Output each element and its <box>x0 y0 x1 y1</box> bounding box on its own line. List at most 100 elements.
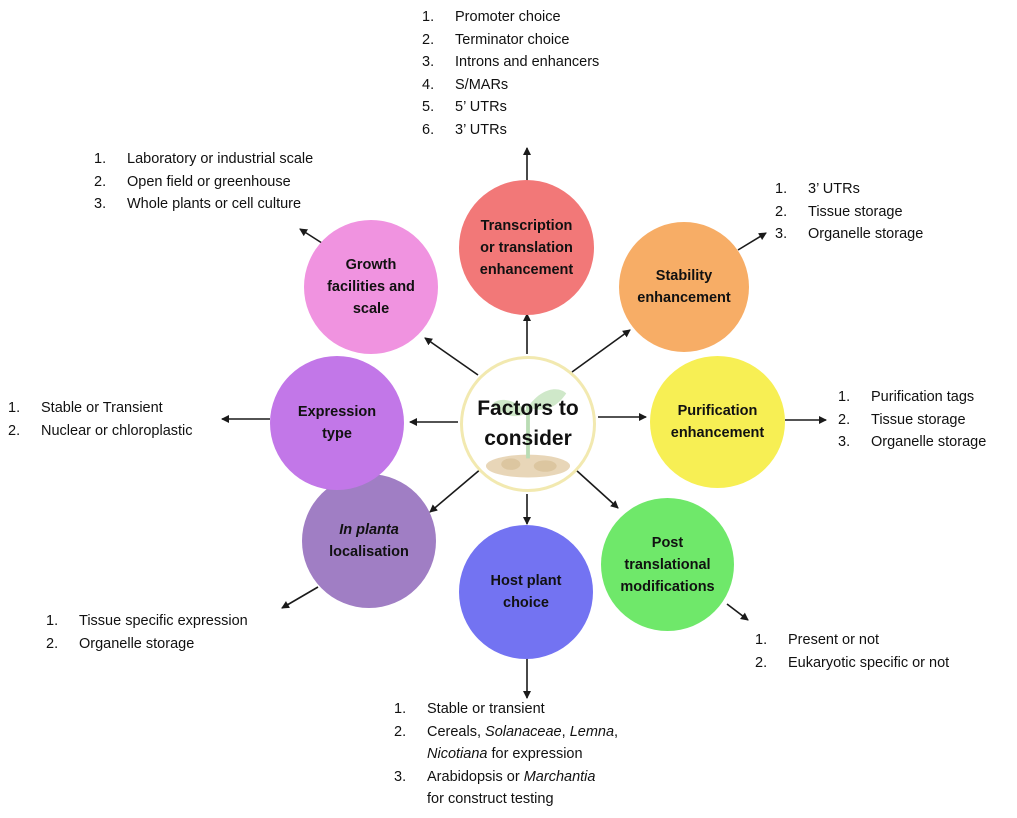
circle-text: Stability <box>655 268 713 284</box>
list-item: 2. Terminator choice <box>422 29 599 52</box>
list-text: Stable or transient <box>427 701 545 717</box>
list-number: 2. <box>422 31 435 48</box>
list-stability: 1.3’ UTRs 2. Tissue storage 3. Organelle s… <box>775 178 923 246</box>
list-item: 3.Organelle storage <box>838 431 986 454</box>
sprout-icon <box>485 389 571 478</box>
list-item: 2. Organelle storage <box>46 633 248 656</box>
circle-expression-type: Expression type <box>270 356 404 490</box>
list-item: 2.Nuclear or chloroplastic <box>8 420 193 443</box>
list-text: Organelle storage <box>79 635 195 652</box>
list-number: 6. <box>422 121 435 138</box>
list-text: 3’ UTRs <box>455 121 507 138</box>
circle-text: Post <box>651 534 684 551</box>
circle-text: Purification <box>677 403 758 419</box>
list-text: S/MARs <box>455 76 509 93</box>
list-item: 1.3’ UTRs <box>775 178 923 201</box>
list-item: 2.Cereals, Solanaceae, Lemna,Nicotiana f… <box>394 721 684 766</box>
list-number: 1. <box>8 400 21 416</box>
list-expression-type: 1. Stable or Transient 2.Nuclear or chlor… <box>8 397 193 442</box>
circle-text: choice <box>503 595 549 611</box>
list-number: 3. <box>838 434 851 450</box>
list-text: Terminator choice <box>455 31 570 48</box>
list-text: 3’ UTRs <box>808 181 860 197</box>
list-item: 3. Organelle storage <box>775 223 923 246</box>
list-number: 2. <box>775 203 788 220</box>
list-in-planta: 1.Tissue specific expression 2. Organelle… <box>46 610 248 655</box>
list-item: 1. Stable or Transient <box>8 397 193 420</box>
arrow-center-to-in-planta <box>429 467 483 513</box>
arrow-center-to-post-translational <box>575 469 619 509</box>
list-text: Stable or Transient <box>41 400 163 416</box>
circle-text: Transcription <box>480 217 573 234</box>
circle-growth-facilities: Growth facilities and scale <box>304 220 438 354</box>
list-number: 2. <box>755 654 768 671</box>
circle-text: Host plant <box>490 573 562 589</box>
list-text-italic: Solanaceae <box>485 723 562 740</box>
list-number: 4. <box>422 76 435 93</box>
circle-text: modifications <box>620 578 715 595</box>
list-text-italic: Nicotiana <box>427 746 488 762</box>
circle-text: enhancement <box>670 425 765 441</box>
list-number: 3. <box>394 768 407 785</box>
circle-text-italic: In planta <box>339 522 399 538</box>
list-text: Cereals, <box>427 723 486 740</box>
list-number: 3. <box>422 54 435 70</box>
list-item: 4. S/MARs <box>422 74 599 97</box>
circle-transcription-enhancement: Transcription or translation enhancement <box>459 180 594 315</box>
list-item: 1.Present or not <box>755 629 949 652</box>
circle-in-planta-localisation: In planta localisation <box>302 474 436 608</box>
list-item: 1. Stable or transient <box>394 698 684 721</box>
list-item: 3.Arabidopsis or Marchantia for construc… <box>394 766 684 811</box>
arrow-center-to-growth <box>424 337 479 376</box>
circle-text: enhancement <box>637 290 731 306</box>
list-number: 1. <box>422 9 435 25</box>
list-number: 2. <box>838 411 851 428</box>
circle-host-plant-choice: Host plant choice <box>459 525 593 659</box>
list-number: 1. <box>838 389 851 405</box>
list-text-italic: Lemna <box>569 723 615 740</box>
list-number: 3. <box>775 226 788 242</box>
list-item: 2. Tissue storage <box>775 201 923 224</box>
list-text: Tissue specific expression <box>79 613 248 629</box>
arrow-stability-to-list <box>737 232 767 251</box>
list-item: 1. Purification tags <box>838 386 986 409</box>
list-text: Open field or greenhouse <box>127 173 291 190</box>
center-title: Factors to consider <box>477 394 579 454</box>
list-host-plant: 1. Stable or transient 2.Cereals, Solanac… <box>394 698 684 811</box>
list-number: 2. <box>8 422 21 439</box>
list-text: Tissue storage <box>808 203 903 220</box>
list-text: Arabidopsis or <box>427 768 524 785</box>
list-text: for expression <box>487 746 583 762</box>
list-transcription: 1.Promoter choice 2. Terminator choice 3.… <box>422 6 599 141</box>
list-item: 1.Laboratory or industrial scale <box>94 148 313 171</box>
list-text-italic: Marchantia <box>523 768 596 785</box>
circle-text: translational <box>624 556 711 573</box>
circle-text: scale <box>352 301 390 317</box>
list-item: 2.Tissue storage <box>838 409 986 432</box>
list-item: 3.Whole plants or cell culture <box>94 193 313 216</box>
list-post-translational: 1.Present or not 2.Eukaryotic specific o… <box>755 629 949 674</box>
list-purification: 1. Purification tags 2.Tissue storage 3.O… <box>838 386 986 454</box>
list-item: 2.Open field or greenhouse <box>94 171 313 194</box>
circle-purification-enhancement: Purification enhancement <box>650 356 785 488</box>
circle-text: Expression <box>297 404 377 420</box>
list-text: 5’ UTRs <box>455 99 507 115</box>
arrow-post-translational-to-list <box>726 603 749 621</box>
list-text: Organelle storage <box>808 226 924 242</box>
list-text: Present or not <box>788 632 880 648</box>
list-number: 2. <box>46 635 59 652</box>
list-number: 5. <box>422 99 435 115</box>
list-item: 1.Tissue specific expression <box>46 610 248 633</box>
circle-stability-enhancement: Stability enhancement <box>619 222 749 352</box>
list-text: Introns and enhancers <box>455 54 600 70</box>
list-number: 1. <box>94 151 107 167</box>
arrow-center-to-stability <box>571 329 631 373</box>
center-circle: Factors to consider <box>460 356 596 492</box>
circle-text: Growth <box>345 257 397 273</box>
list-item: 1.Promoter choice <box>422 6 599 29</box>
list-text: Purification tags <box>871 389 975 405</box>
list-item: 5. 5’ UTRs <box>422 96 599 119</box>
list-number: 1. <box>394 701 407 717</box>
list-growth: 1.Laboratory or industrial scale 2.Open … <box>94 148 313 216</box>
